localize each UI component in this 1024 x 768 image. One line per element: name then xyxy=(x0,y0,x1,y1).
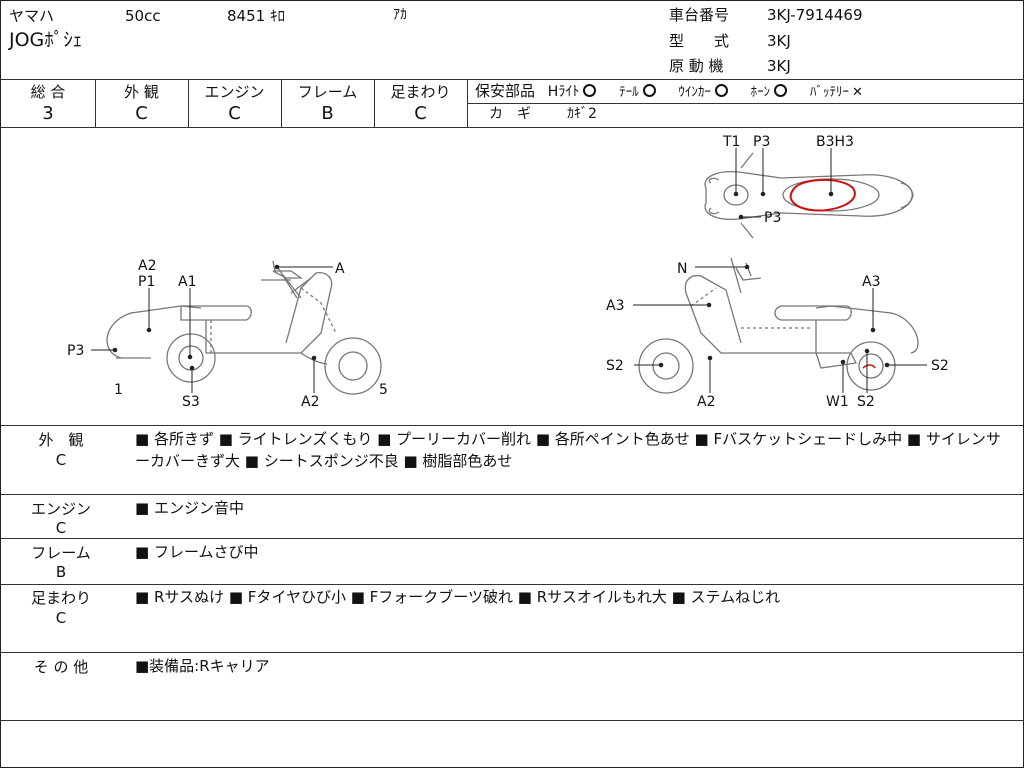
diagram-label: A xyxy=(335,261,345,277)
divider xyxy=(1,79,1023,80)
grade-label-frame: フレーム xyxy=(297,83,358,101)
safety-item: ﾎｰﾝ xyxy=(751,84,788,100)
grade-value-total: 3 xyxy=(42,103,54,124)
section-label-exterior: 外 観 xyxy=(38,431,84,449)
diagram-label: S2 xyxy=(857,394,875,410)
diagram-label: A1 xyxy=(178,274,196,290)
diagram-label: A3 xyxy=(862,274,880,290)
safety-label: 保安部品 xyxy=(475,82,536,100)
divider xyxy=(1,720,1023,721)
maker: ヤマハ xyxy=(9,7,55,25)
cross-mark-icon: ✕ xyxy=(851,85,863,100)
diagram-label: P3 xyxy=(764,210,781,226)
safety-item: ｳｲﾝｶｰ xyxy=(678,84,728,100)
engine-value: 3KJ xyxy=(767,57,791,75)
divider xyxy=(374,79,375,127)
diagram-label: W1 xyxy=(826,394,849,410)
grade-value-engine: C xyxy=(228,103,241,124)
diagram-label: B3H3 xyxy=(816,134,854,150)
safety-item: ﾃｰﾙ xyxy=(619,84,656,100)
diagram-label: S3 xyxy=(182,394,200,410)
scooter-right-side-icon xyxy=(638,257,919,394)
color: ｱｶ xyxy=(393,7,407,23)
type-value: 3KJ xyxy=(767,32,791,50)
safety-item: Hﾗｲﾄ xyxy=(548,84,597,100)
key-value: ｶｷﾞ2 xyxy=(567,106,597,122)
divider xyxy=(467,79,468,127)
grade-value-exterior: C xyxy=(135,103,148,124)
diagram-label: A2 xyxy=(697,394,715,410)
grade-value-frame: B xyxy=(321,103,334,124)
circle-mark-icon xyxy=(774,84,788,97)
divider xyxy=(1,652,1023,653)
section-label-frame: フレーム xyxy=(31,544,91,562)
circle-mark-icon xyxy=(642,84,656,97)
grade-label-engine: エンジン xyxy=(204,83,265,101)
displacement: 50cc xyxy=(125,7,161,25)
divider xyxy=(281,79,282,127)
scooter-left-side-icon xyxy=(106,260,382,395)
divider xyxy=(1,538,1023,539)
section-label-other: そ の 他 xyxy=(33,658,89,676)
diagram-label: 5 xyxy=(379,382,388,398)
diagram-label: S2 xyxy=(606,358,624,374)
diagram-label: N xyxy=(677,261,687,277)
circle-mark-icon xyxy=(583,84,597,97)
divider xyxy=(1,127,1023,128)
section-label-engine: エンジン xyxy=(30,500,91,518)
frame-no-label: 車台番号 xyxy=(669,6,730,24)
diagram-label: 1 xyxy=(114,382,123,398)
divider xyxy=(467,103,1023,104)
section-grade-suspension: C xyxy=(55,609,67,627)
section-text-exterior: ■ 各所きず ■ ライトレンズくもり ■ プーリーカバー削れ ■ 各所ペイント色… xyxy=(135,430,1001,470)
diagram-label: A2 xyxy=(301,394,319,410)
frame-no: 3KJ-7914469 xyxy=(767,6,863,24)
diagram-label: T1 xyxy=(722,134,740,150)
section-text-engine: ■ エンジン音中 xyxy=(135,499,244,517)
safety-row: 保安部品 Hﾗｲﾄ ﾃｰﾙ ｳｲﾝｶｰ ﾎｰﾝ ﾊﾞｯﾃﾘｰ✕ xyxy=(475,82,863,101)
mileage: 8451 ｷﾛ xyxy=(227,7,285,25)
section-text-frame: ■ フレームさび中 xyxy=(135,543,259,561)
grade-label-total: 総 合 xyxy=(30,83,66,101)
damage-marking-icon xyxy=(862,364,876,369)
divider xyxy=(1,425,1023,426)
diagram-label: A2 xyxy=(138,258,156,274)
model-name: JOGﾎﾟｼｪ xyxy=(9,29,83,51)
diagram-label: A3 xyxy=(606,298,624,314)
divider xyxy=(1,584,1023,585)
divider xyxy=(1,494,1023,495)
damage-diagram: A2 P1 A1 A P3 1 S3 A2 5 N A3 A3 S2 A2 W1… xyxy=(67,134,949,410)
section-text-other: ■装備品:Rキャリア xyxy=(135,657,270,675)
diagram-label: P1 xyxy=(138,274,155,290)
section-text-suspension: ■ Rサスぬけ ■ Fタイヤひび小 ■ Fフォークブーツ破れ ■ Rサスオイルも… xyxy=(135,588,781,606)
safety-item: ﾊﾞｯﾃﾘｰ✕ xyxy=(809,85,863,100)
circle-mark-icon xyxy=(714,84,728,97)
type-label: 型 式 xyxy=(669,32,730,50)
divider xyxy=(188,79,189,127)
engine-label: 原 動 機 xyxy=(669,57,724,75)
grade-label-suspension: 足まわり xyxy=(390,83,451,101)
section-grade-frame: B xyxy=(55,563,67,581)
section-grade-engine: C xyxy=(55,519,67,537)
section-label-suspension: 足まわり xyxy=(30,589,91,607)
diagram-label: P3 xyxy=(753,134,770,150)
grade-label-exterior: 外 観 xyxy=(124,83,159,101)
divider xyxy=(95,79,96,127)
section-grade-exterior: C xyxy=(55,451,67,469)
diagram-label: S2 xyxy=(931,358,949,374)
key-label: カ ギ xyxy=(489,106,531,122)
grade-value-suspension: C xyxy=(414,103,427,124)
diagram-label: P3 xyxy=(67,343,84,359)
damage-marking-icon xyxy=(789,178,856,212)
